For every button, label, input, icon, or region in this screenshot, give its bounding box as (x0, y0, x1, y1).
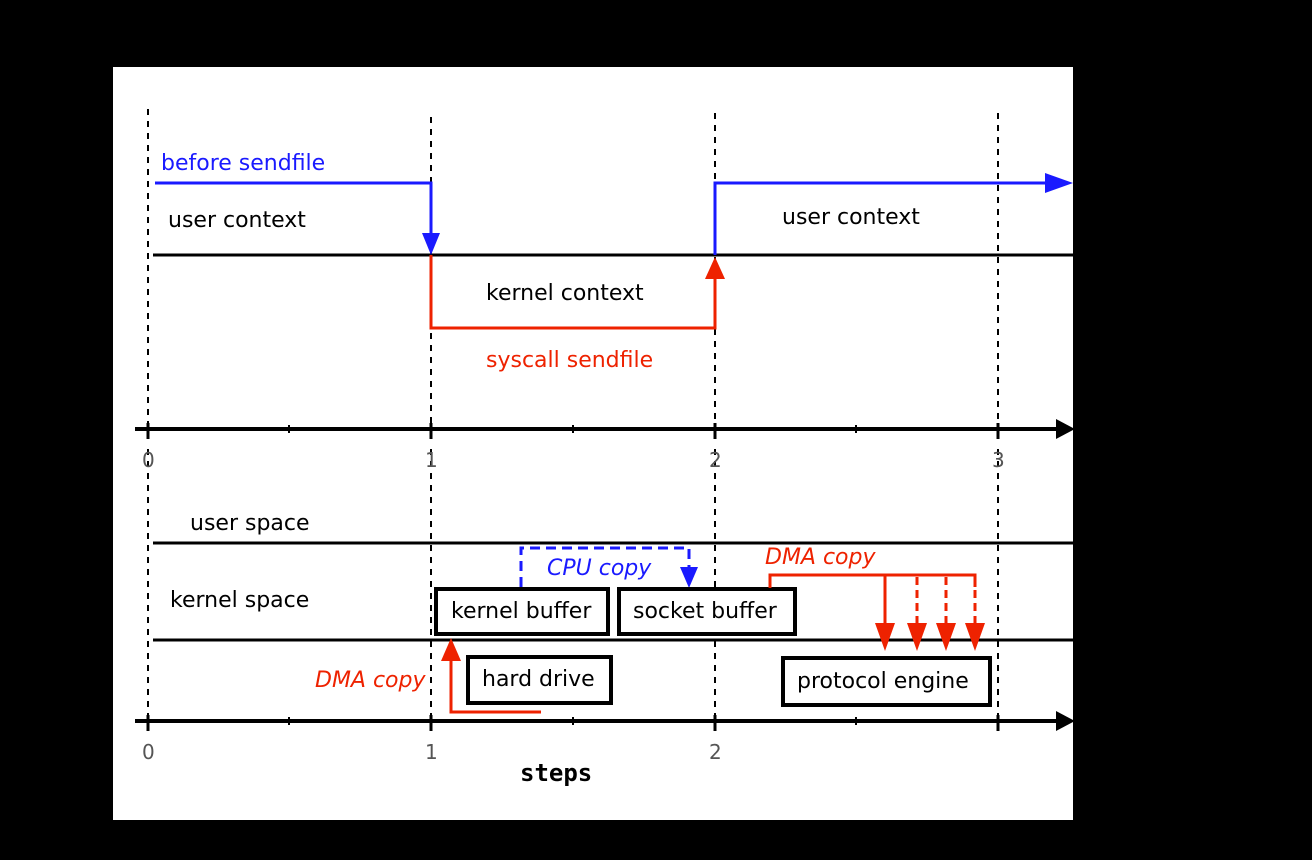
dma-arrow-4 (965, 623, 985, 651)
dma-copy-left-arrow (441, 638, 461, 661)
kernel-space-label: kernel space (170, 588, 309, 613)
dma-copy-left-path (449, 657, 541, 714)
user-path-before (155, 181, 433, 239)
user-context-right-label: user context (782, 205, 920, 230)
sendfile-diagram: before sendfile user context user contex… (135, 109, 1073, 787)
protocol-engine-label: protocol engine (797, 669, 969, 694)
dma-arrow-2 (907, 623, 927, 651)
syscall-sendfile-label: syscall sendfile (486, 348, 653, 373)
before-sendfile-label: before sendfile (161, 151, 325, 176)
bottom-axis-arrow (1056, 711, 1073, 731)
user-right-arrow (1045, 173, 1073, 193)
user-space-label: user space (190, 511, 310, 536)
dma-copy-right-label: DMA copy (765, 545, 876, 570)
kernel-buffer-box: kernel buffer (434, 587, 610, 636)
dma-copy-left-label: DMA copy (315, 668, 426, 693)
cpu-copy-label: CPU copy (547, 556, 652, 581)
kernel-buffer-label: kernel buffer (451, 599, 592, 624)
diagram-canvas: before sendfile user context user contex… (113, 67, 1073, 820)
kernel-path (429, 255, 717, 330)
bottom-axis (135, 711, 1073, 731)
top-tick-2: 2 (709, 448, 722, 472)
hard-drive-box: hard drive (466, 655, 613, 705)
bottom-tick-0: 0 (142, 740, 155, 764)
cpu-copy-path (519, 546, 691, 587)
socket-buffer-box: socket buffer (617, 587, 797, 636)
protocol-engine-box: protocol engine (781, 656, 992, 707)
bottom-tick-1: 1 (425, 740, 438, 764)
dma-copy-right-path (768, 573, 977, 588)
dma-arrow-1 (875, 623, 895, 651)
top-tick-3: 3 (992, 448, 1005, 472)
top-axis (135, 419, 1073, 439)
dma-arrow-3 (936, 623, 956, 651)
kernel-up-arrow (705, 257, 725, 279)
cpu-copy-arrow (680, 567, 698, 588)
user-down-arrow (422, 233, 440, 255)
top-tick-0: 0 (142, 448, 155, 472)
user-context-left-label: user context (168, 208, 306, 233)
hard-drive-label: hard drive (482, 667, 595, 692)
user-path-after (713, 181, 1053, 255)
steps-axis-label: steps (520, 759, 592, 787)
socket-buffer-label: socket buffer (633, 599, 778, 624)
kernel-context-label: kernel context (486, 281, 644, 306)
top-tick-1: 1 (425, 448, 438, 472)
top-axis-arrow (1056, 419, 1073, 439)
bottom-tick-2: 2 (709, 740, 722, 764)
